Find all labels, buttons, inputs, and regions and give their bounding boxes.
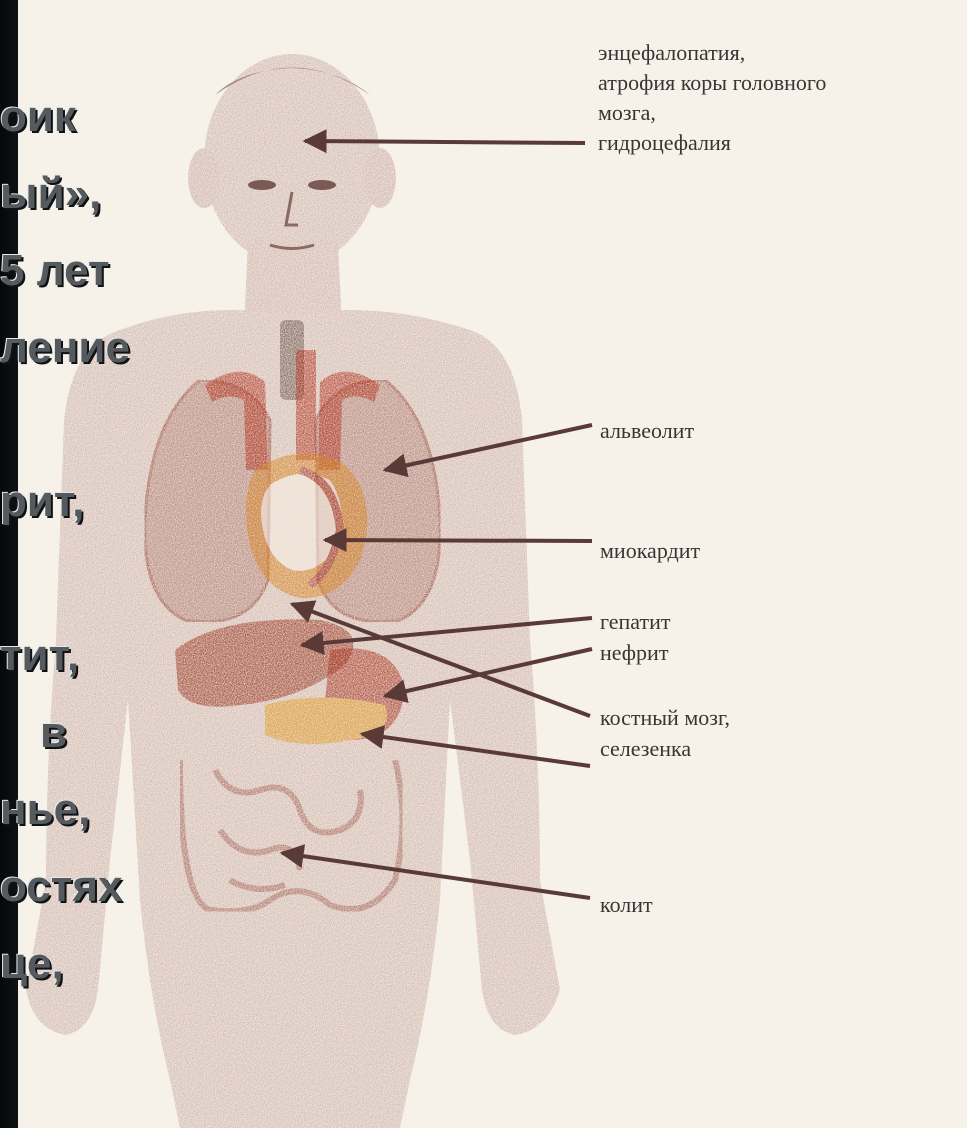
slide-text-line: оик	[0, 78, 260, 155]
slide-overlay-text: оик ый», 5 лет ление рит, тит, в нье, ос…	[0, 78, 260, 1002]
slide-text-line	[0, 540, 260, 617]
slide-text-line	[0, 386, 260, 463]
slide-text-line: рит,	[0, 463, 260, 540]
slide-text-line: це,	[0, 925, 260, 1002]
slide-text-line: остях	[0, 848, 260, 925]
slide-text-line: 5 лет	[0, 232, 260, 309]
arrow-heart	[325, 540, 592, 541]
slide-text-line: нье,	[0, 771, 260, 848]
slide-text-line: ление	[0, 309, 260, 386]
slide-text-line: ый»,	[0, 155, 260, 232]
slide-text-line: тит,	[0, 617, 260, 694]
arrow-brain	[305, 141, 585, 143]
slide-text-line: в	[0, 694, 260, 771]
